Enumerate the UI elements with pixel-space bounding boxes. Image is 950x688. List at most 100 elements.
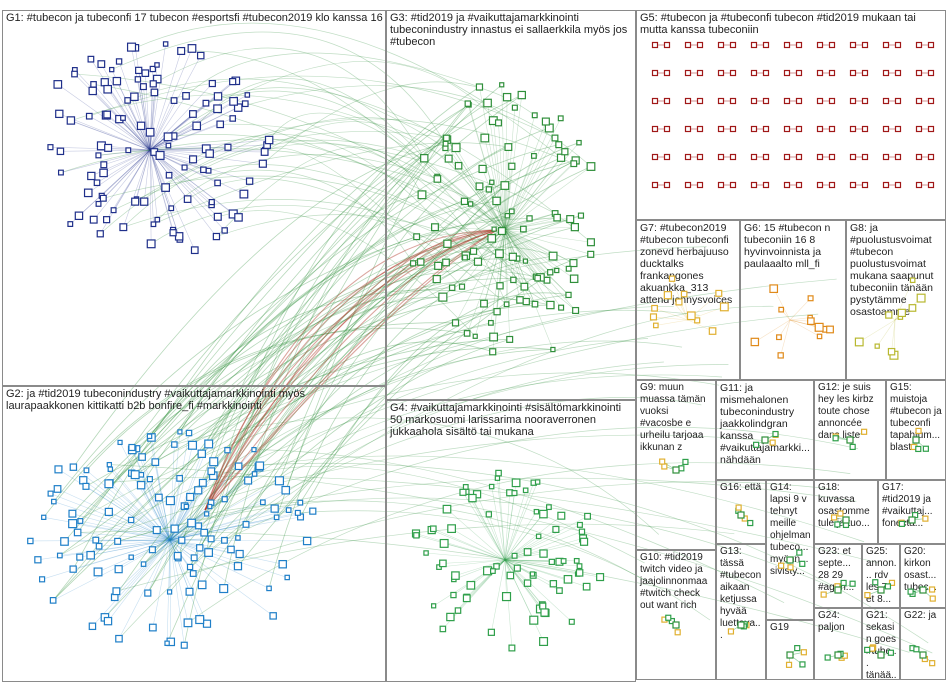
node xyxy=(432,224,439,231)
node xyxy=(500,83,504,87)
node xyxy=(719,43,724,48)
node xyxy=(443,259,450,266)
node xyxy=(452,572,459,579)
node xyxy=(832,515,837,520)
node xyxy=(89,623,95,629)
node xyxy=(35,557,41,563)
node xyxy=(666,615,671,620)
node xyxy=(145,590,151,596)
node xyxy=(139,473,143,477)
node xyxy=(930,596,935,601)
node xyxy=(208,505,212,509)
node xyxy=(499,228,506,235)
node xyxy=(150,81,156,87)
node xyxy=(104,111,111,118)
node xyxy=(461,198,467,204)
node xyxy=(48,145,53,150)
node xyxy=(686,127,691,132)
node xyxy=(205,440,213,448)
node xyxy=(686,155,691,160)
node xyxy=(149,547,155,553)
node xyxy=(166,172,172,178)
node xyxy=(583,583,590,590)
node xyxy=(495,476,499,480)
node xyxy=(170,230,176,236)
node xyxy=(698,71,703,76)
node xyxy=(414,533,419,538)
node xyxy=(731,127,736,132)
node xyxy=(752,155,757,160)
node xyxy=(559,305,564,310)
node xyxy=(523,488,527,492)
node xyxy=(203,620,210,627)
node xyxy=(28,538,33,543)
node xyxy=(67,117,74,124)
node xyxy=(432,604,436,608)
node xyxy=(104,217,110,223)
node xyxy=(815,323,823,331)
node xyxy=(566,292,571,297)
node xyxy=(129,555,133,559)
node xyxy=(198,450,205,457)
node xyxy=(455,608,460,613)
node xyxy=(896,155,901,160)
node xyxy=(878,587,884,593)
node xyxy=(847,437,853,443)
node xyxy=(222,497,227,502)
node xyxy=(827,326,834,333)
node xyxy=(504,302,509,307)
node xyxy=(179,537,185,543)
node xyxy=(785,127,790,132)
node xyxy=(503,94,510,101)
node xyxy=(100,169,107,176)
node xyxy=(885,584,890,589)
node xyxy=(738,512,744,518)
node xyxy=(97,231,103,237)
node xyxy=(184,196,191,203)
node xyxy=(488,629,494,635)
node xyxy=(479,165,486,172)
node xyxy=(835,652,841,658)
node xyxy=(490,349,496,355)
node xyxy=(496,250,504,258)
node xyxy=(573,308,579,314)
node xyxy=(476,183,483,190)
node xyxy=(540,510,547,517)
node xyxy=(597,574,604,581)
node xyxy=(151,89,157,95)
node xyxy=(930,587,935,592)
node xyxy=(418,191,426,199)
node xyxy=(465,101,470,106)
node xyxy=(524,580,530,586)
node xyxy=(578,522,583,527)
node xyxy=(720,303,728,311)
node xyxy=(163,42,167,46)
node xyxy=(78,519,83,524)
node xyxy=(270,613,276,619)
node xyxy=(909,305,916,312)
node xyxy=(558,116,563,121)
node xyxy=(162,184,170,192)
node xyxy=(797,127,802,132)
node xyxy=(762,437,768,443)
node xyxy=(652,305,658,311)
node xyxy=(205,512,209,516)
node xyxy=(830,43,835,48)
node xyxy=(222,538,228,544)
node xyxy=(177,476,183,482)
node xyxy=(104,618,111,625)
node xyxy=(70,566,76,572)
node xyxy=(245,93,249,97)
node xyxy=(225,144,231,150)
node xyxy=(105,508,112,515)
node xyxy=(770,285,777,292)
node xyxy=(166,143,171,148)
node xyxy=(851,99,856,104)
node xyxy=(764,71,769,76)
node xyxy=(551,347,555,351)
node xyxy=(489,321,494,326)
node xyxy=(917,71,922,76)
node xyxy=(917,99,922,104)
node xyxy=(818,43,823,48)
